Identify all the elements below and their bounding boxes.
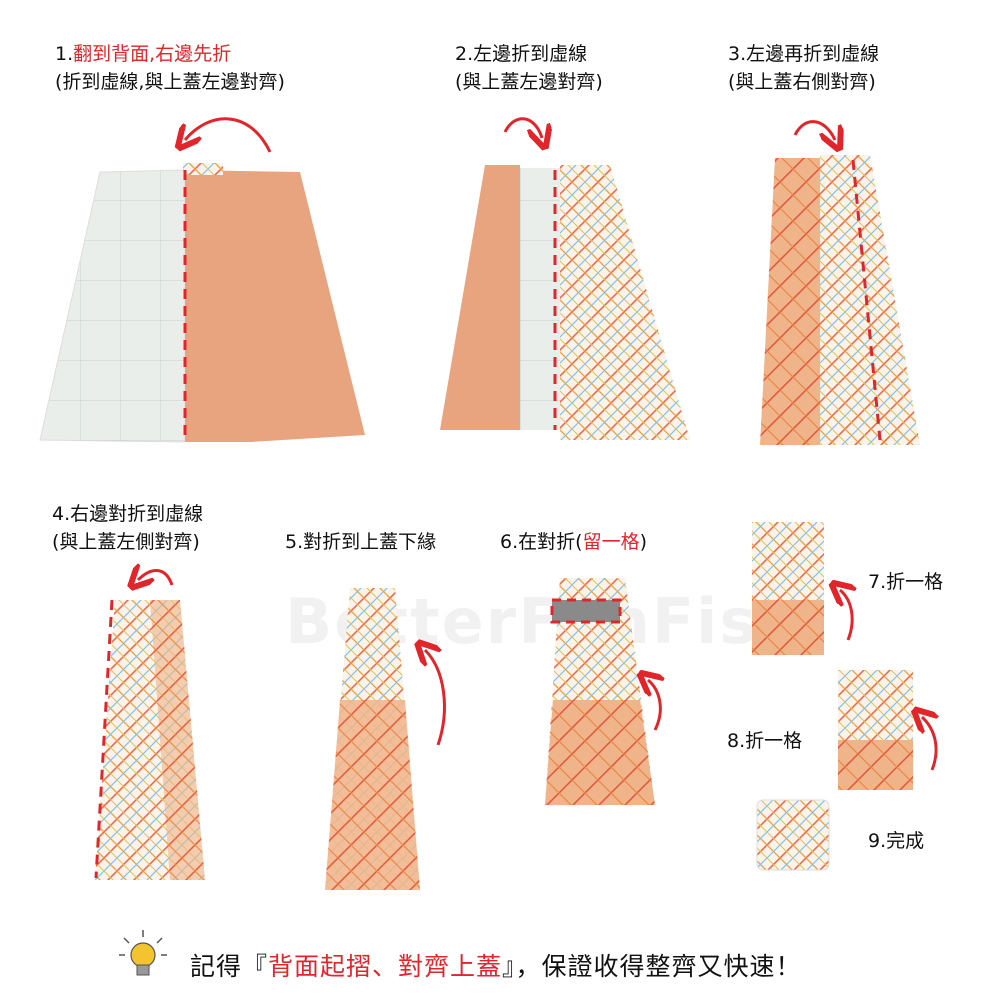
step8-mat bbox=[838, 670, 936, 790]
step6-mat bbox=[545, 578, 660, 805]
step8-label: 8.折一格 bbox=[727, 730, 803, 752]
step5-label: 5.對折到上蓋下緣 bbox=[285, 531, 437, 553]
fold-arrow bbox=[185, 117, 272, 152]
step9-label: 9.完成 bbox=[868, 830, 925, 852]
step1-mat bbox=[39, 117, 365, 443]
step6-label: 6.在對折(留一格) bbox=[500, 531, 647, 553]
step2-label: 2.左邊折到虛線 (與上蓋左邊對齊) bbox=[455, 43, 603, 93]
step1-label: 1.翻到背面,右邊先折 (折到虛線,與上蓋左邊對齊) bbox=[55, 43, 285, 93]
step9-mat bbox=[756, 799, 830, 871]
step7-label: 7.折一格 bbox=[868, 571, 944, 593]
tip-text: 記得『背面起摺、對齊上蓋』，保證收得整齊又快速！ bbox=[190, 952, 802, 981]
step2-mat bbox=[440, 117, 690, 440]
step7-mat bbox=[752, 522, 852, 655]
lightbulb-icon bbox=[119, 930, 167, 976]
step3-mat bbox=[760, 120, 920, 445]
step5-mat bbox=[325, 588, 446, 890]
step4-label: 4.右邊對折到虛線 (與上蓋左側對齊) bbox=[52, 503, 204, 553]
step4-mat bbox=[94, 570, 205, 880]
step3-label: 3.左邊再折到虛線 (與上蓋右側對齊) bbox=[728, 43, 880, 93]
